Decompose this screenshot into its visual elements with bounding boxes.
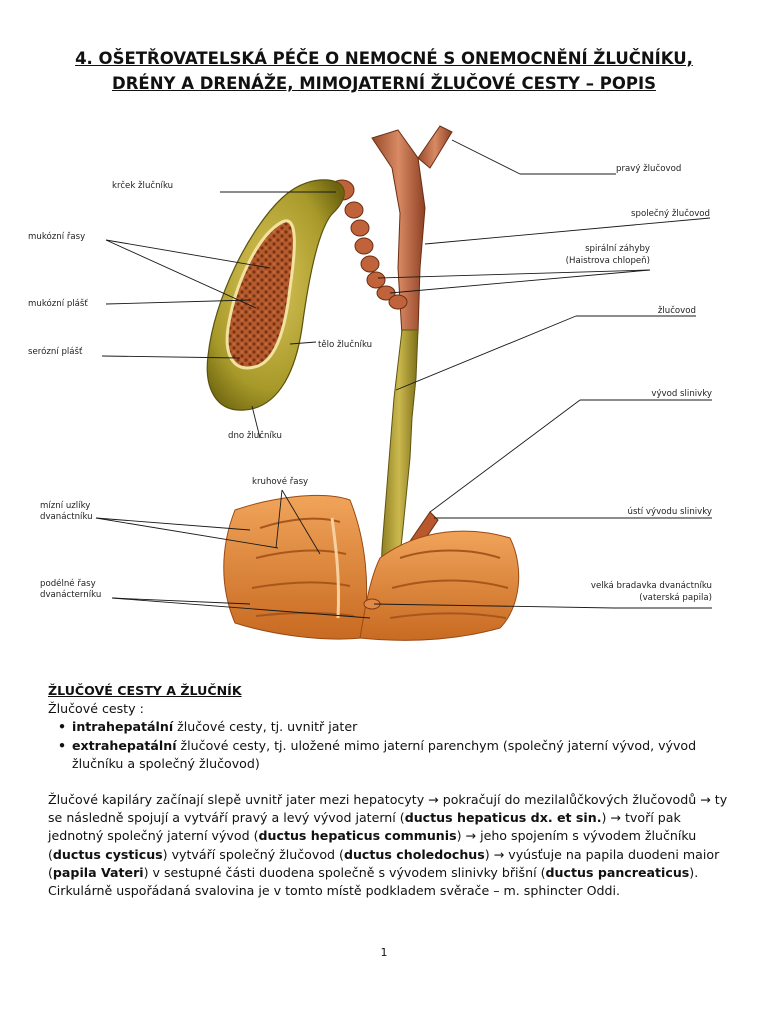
label-krcek: krček žlučníku [112,180,173,191]
para-term: ductus cysticus [52,846,163,862]
bullet-term: extrahepatální [72,737,177,753]
duodenum [223,495,520,641]
label-bradavka-2: (vaterská papila) [639,593,712,603]
label-podelne-1: podélné řasy [40,578,96,589]
label-spiralni-1: spirální záhyby [585,244,650,254]
para-text: ) vytváří společný žlučovod ( [162,846,344,862]
para-text: Žlučové kapiláry začínají slepě uvnitř j… [48,792,728,826]
label-spiralni-2: (Haistrova chlopeň) [566,255,650,266]
label-zlucovod: žlučovod [658,305,696,316]
label-serozni-plast: serózní plášť [28,346,83,357]
para-term: ductus hepaticus communis [258,828,457,844]
label-dno: dno žlučníku [228,430,282,441]
label-telo: tělo žlučníku [318,339,372,350]
bullet-list: intrahepatální žlučové cesty, tj. uvnitř… [48,718,728,773]
label-usti: ústí vývodu slinivky [628,507,713,517]
main-text: ŽLUČOVÉ CESTY A ŽLUČNÍK Žlučové cesty : … [48,682,728,900]
para-term: papila Vateri [52,864,144,880]
leader-lines [95,139,712,619]
para-text: ) v sestupné části duodena společně s vý… [143,864,546,880]
label-mizni-1: mízní uzlíky [40,501,90,511]
label-bradavka-1: velká bradavka dvanáctníku [591,581,712,591]
para-term: ductus pancreaticus [545,864,690,880]
body-paragraph: Žlučové kapiláry začínají slepě uvnitř j… [48,791,728,900]
page-title: 4. OŠETŘOVATELSKÁ PÉČE O NEMOCNÉ S ONEMO… [30,46,738,96]
para-text: ) → jeho spojením s vývodem žlučníku ( [48,828,697,862]
bullet-term: intrahepatální [72,719,174,735]
label-mukozni-plast: mukózní plášť [28,298,88,309]
page-number: 1 [380,946,388,959]
bullet-text: žlučové cesty, tj. uložené mimo jaterní … [72,737,697,771]
label-vyvod-slinivky: vývod slinivky [651,389,712,399]
section-intro: Žlučové cesty : [48,701,144,717]
section-heading: ŽLUČOVÉ CESTY A ŽLUČNÍK [48,683,242,698]
list-item: extrahepatální žlučové cesty, tj. uložen… [58,737,728,773]
label-mukozni-rasy: mukózní řasy [28,231,85,242]
figure-labels: pravý žlučovod krček žlučníku společný ž… [28,163,712,603]
label-pravy-zlucovod: pravý žlučovod [616,163,681,174]
para-text: ) → vyúsťuje na papila duodeni maior ( [48,846,720,880]
label-spolecny-zlucovod: společný žlučovod [631,208,710,219]
label-podelne-2: dvanácterníku [40,590,101,600]
para-term: ductus choledochus [343,846,485,862]
bullet-text: žlučové cesty, tj. uvnitř jater [173,719,358,735]
label-kruhove-rasy: kruhové řasy [252,476,308,487]
gallbladder [206,179,345,411]
para-term: ductus hepaticus dx. et sin. [404,810,602,826]
title-line-1: 4. OŠETŘOVATELSKÁ PÉČE O NEMOCNÉ S ONEMO… [75,49,693,68]
label-mizni-2: dvanáctníku [40,512,93,522]
list-item: intrahepatální žlučové cesty, tj. uvnitř… [58,718,728,736]
biliary-anatomy-figure: pravý žlučovod krček žlučníku společný ž… [28,125,712,641]
para-text: ). Cirkulárně uspořádaná svalovina je v … [48,864,699,899]
para-text: ) → tvoří pak jednotný společný jaterní … [48,810,681,844]
hepatic-ducts [371,125,453,337]
title-line-2: DRÉNY A DRENÁŽE, MIMOJATERNÍ ŽLUČOVÉ CES… [112,74,656,93]
